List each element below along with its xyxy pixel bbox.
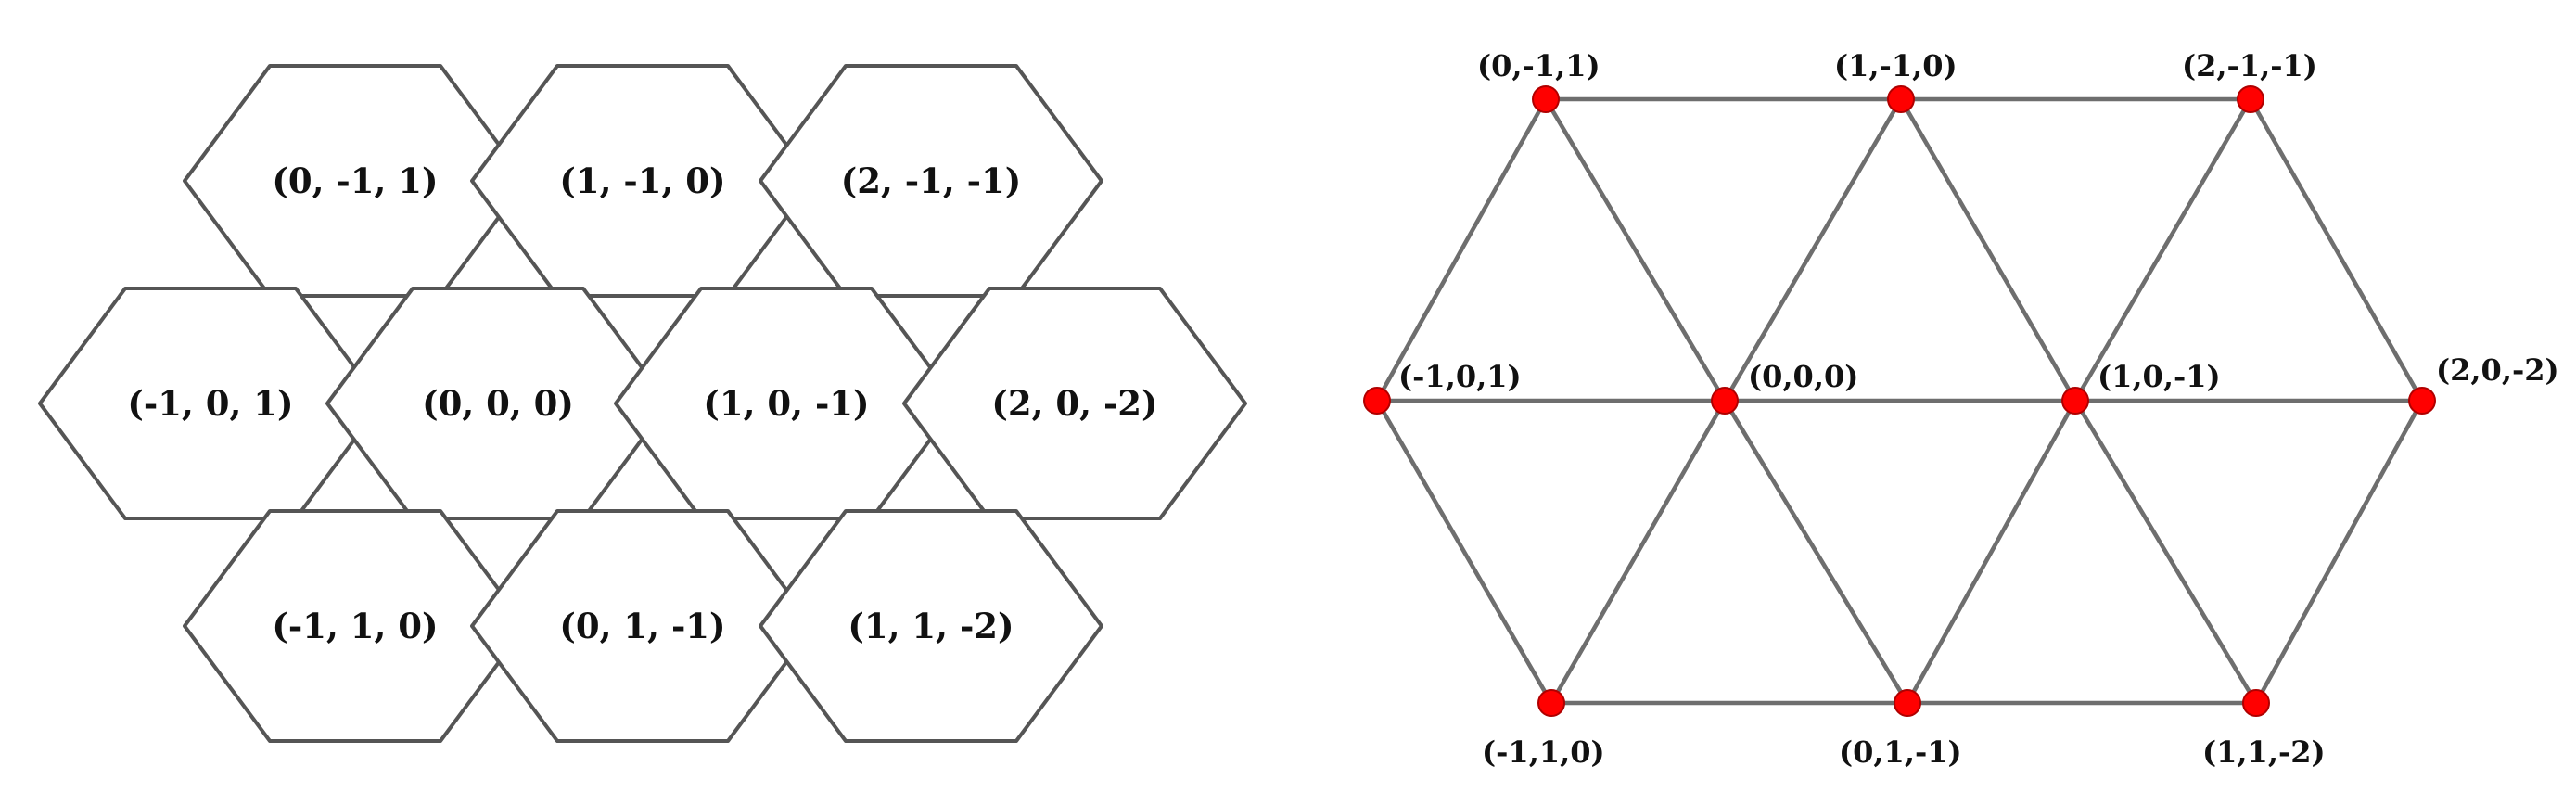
hex-cell-label: (1, 1, -2) xyxy=(848,606,1014,646)
graph-node-label: (1,0,-1) xyxy=(2098,359,2221,394)
graph-edge xyxy=(1722,398,1910,706)
hex-cell-label: (2, -1, -1) xyxy=(841,160,1022,201)
graph-edge xyxy=(2253,398,2425,706)
graph-edge xyxy=(1374,398,1554,706)
graph-node-dot xyxy=(1532,85,1560,113)
graph-node-label: (0,1,-1) xyxy=(1839,735,1962,770)
graph-node-dot xyxy=(1887,85,1915,113)
graph-node-label: (2,-1,-1) xyxy=(2182,48,2317,83)
graph-node-dot xyxy=(1894,689,1921,717)
hex-cell: (1, 1, -2) xyxy=(759,509,1103,743)
hex-cell: (0, 1, -1) xyxy=(470,509,815,743)
graph-edge xyxy=(1898,96,2078,403)
graph-node-dot xyxy=(1537,689,1565,717)
graph-node-label: (0,-1,1) xyxy=(1477,48,1600,83)
hex-cell: (-1, 1, 0) xyxy=(183,509,528,743)
graph-node-label: (-1,0,1) xyxy=(1398,359,1522,394)
graph-node-label: (1,-1,0) xyxy=(1834,48,1958,83)
hex-cell: (2, 0, -2) xyxy=(902,287,1247,520)
graph-node-label: (2,0,-2) xyxy=(2436,352,2559,388)
hex-cell-label: (1, -1, 0) xyxy=(559,160,725,201)
graph-edge xyxy=(1543,96,1728,403)
hex-cell-outline xyxy=(759,509,1103,743)
graph-edge xyxy=(1549,398,1728,706)
graph-node: (-1,0,1) xyxy=(1363,359,1522,415)
graph-node: (2,-1,-1) xyxy=(2182,48,2317,113)
graph-node-dot xyxy=(2237,85,2264,113)
hex-cell-label: (-1, 1, 0) xyxy=(272,606,438,646)
graph-edge xyxy=(2248,96,2425,403)
graph-edges xyxy=(1374,96,2425,706)
graph-node-label: (1,1,-2) xyxy=(2202,735,2326,770)
graph-node-dot xyxy=(1711,387,1739,415)
graph-node: (1,1,-2) xyxy=(2202,689,2326,770)
graph-node: (1,0,-1) xyxy=(2061,359,2221,415)
hex-cell-label: (-1, 0, 1) xyxy=(127,383,293,424)
graph-node: (1,-1,0) xyxy=(1834,48,1958,113)
hex-cell-label: (0, 0, 0) xyxy=(422,383,574,424)
graph-node: (2,0,-2) xyxy=(2408,352,2559,415)
hex-cell-label: (0, 1, -1) xyxy=(559,606,725,646)
graph-node-dot xyxy=(2242,689,2270,717)
graph-edge xyxy=(1722,96,1904,403)
graph-node-label: (0,0,0) xyxy=(1748,359,1858,394)
graph-edge xyxy=(2072,96,2253,403)
hex-grid-panel: (0, -1, 1) (1, -1, 0) (2, -1, -1) (-1, 0, 1… xyxy=(38,64,1247,743)
triangular-graph-panel: (0,-1,1) (1,-1,0) (2,-1,-1) (-1,0,1) (0,0,0)… xyxy=(1363,48,2559,770)
hex-cell: (1, 0, -1) xyxy=(614,287,959,520)
graph-node: (0,0,0) xyxy=(1711,359,1858,415)
graph-node-dot xyxy=(2408,387,2436,415)
hex-cell: (2, -1, -1) xyxy=(759,64,1103,298)
graph-edge xyxy=(1905,398,2078,706)
hex-cell-label: (0, -1, 1) xyxy=(272,160,438,201)
graph-edge xyxy=(1374,96,1549,403)
hex-cell-label: (2, 0, -2) xyxy=(991,383,1157,424)
graph-node-label: (-1,1,0) xyxy=(1482,735,1605,770)
hex-cell-label: (1, 0, -1) xyxy=(703,383,869,424)
graph-node-dot xyxy=(2061,387,2089,415)
graph-node-dot xyxy=(1363,387,1391,415)
graph-node: (0,-1,1) xyxy=(1477,48,1600,113)
graph-nodes: (0,-1,1) (1,-1,0) (2,-1,-1) (-1,0,1) (0,0,0)… xyxy=(1363,48,2559,770)
hex-cell: (1, -1, 0) xyxy=(470,64,815,298)
graph-edge xyxy=(2072,398,2259,706)
graph-node: (-1,1,0) xyxy=(1482,689,1605,770)
graph-node: (0,1,-1) xyxy=(1839,689,1962,770)
